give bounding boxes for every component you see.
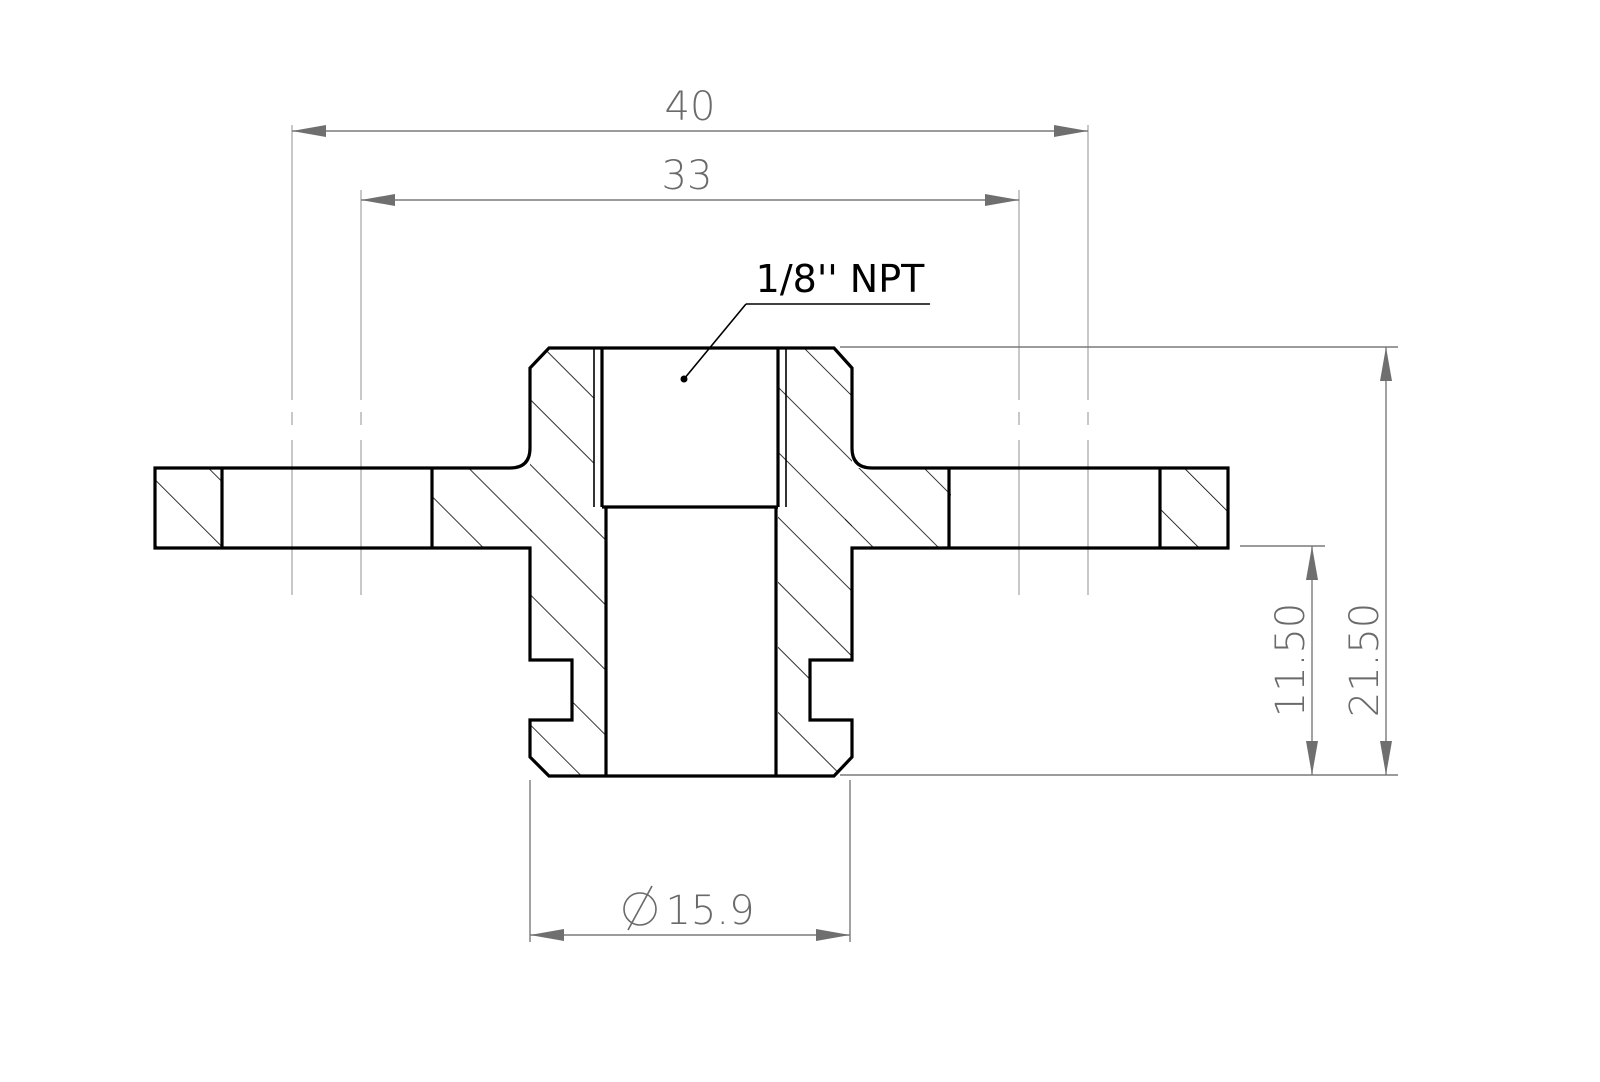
dimension-diameter: 15.9: [529, 780, 851, 942]
dimension-40: 40: [292, 84, 1088, 137]
dimension-vertical: 11.50 21.50: [840, 346, 1398, 776]
part-outline: [153, 346, 1230, 778]
dimension-40-label: 40: [665, 84, 716, 130]
thread-callout-label: 1/8'' NPT: [756, 257, 925, 301]
hatching: [155, 348, 1228, 776]
centerlines: [291, 125, 1089, 595]
dimension-21-50-label: 21.50: [1342, 603, 1388, 718]
dimension-33-label: 33: [662, 153, 713, 199]
dimension-diameter-label: 15.9: [665, 888, 754, 934]
diameter-symbol-icon: [623, 885, 657, 931]
dimension-11-50-label: 11.50: [1268, 603, 1314, 718]
dimension-33: 33: [361, 153, 1019, 206]
thread-callout: 1/8'' NPT: [680, 257, 930, 383]
